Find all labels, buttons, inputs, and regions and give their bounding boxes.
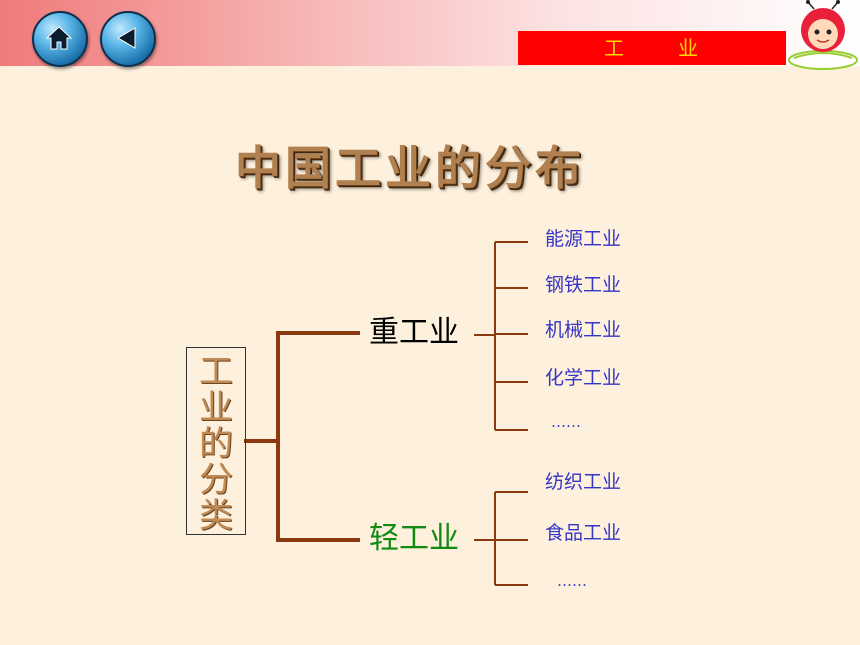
leaf-item-ellipsis: ……	[551, 413, 581, 431]
home-icon	[45, 26, 73, 50]
root-char: 工	[199, 352, 233, 392]
leaf-item: 纺织工业	[545, 471, 622, 493]
leaf-item: 化学工业	[545, 367, 622, 389]
leaf-item: 机械工业	[545, 319, 622, 341]
leaf-item-ellipsis: ……	[557, 572, 587, 590]
back-button[interactable]	[100, 11, 156, 67]
leaf-item: 能源工业	[545, 228, 622, 250]
leaf-item: 钢铁工业	[545, 274, 622, 296]
branch-heavy-industry: 重工业	[369, 315, 459, 350]
root-char: 类	[199, 496, 233, 536]
mascot-icon	[788, 0, 858, 70]
home-button[interactable]	[32, 11, 88, 67]
root-char: 分	[199, 460, 233, 500]
back-arrow-icon	[117, 27, 136, 49]
leaf-item: 食品工业	[545, 522, 622, 544]
section-title-right: 业	[678, 36, 700, 60]
root-char: 业	[199, 388, 233, 428]
page-title: 中国工业的分布	[235, 141, 585, 195]
root-char: 的	[199, 424, 233, 464]
section-title: 工业	[518, 31, 786, 65]
section-title-left: 工	[604, 36, 626, 60]
root-node: 工 业 的 分 类	[186, 347, 246, 535]
branch-light-industry: 轻工业	[369, 521, 459, 556]
